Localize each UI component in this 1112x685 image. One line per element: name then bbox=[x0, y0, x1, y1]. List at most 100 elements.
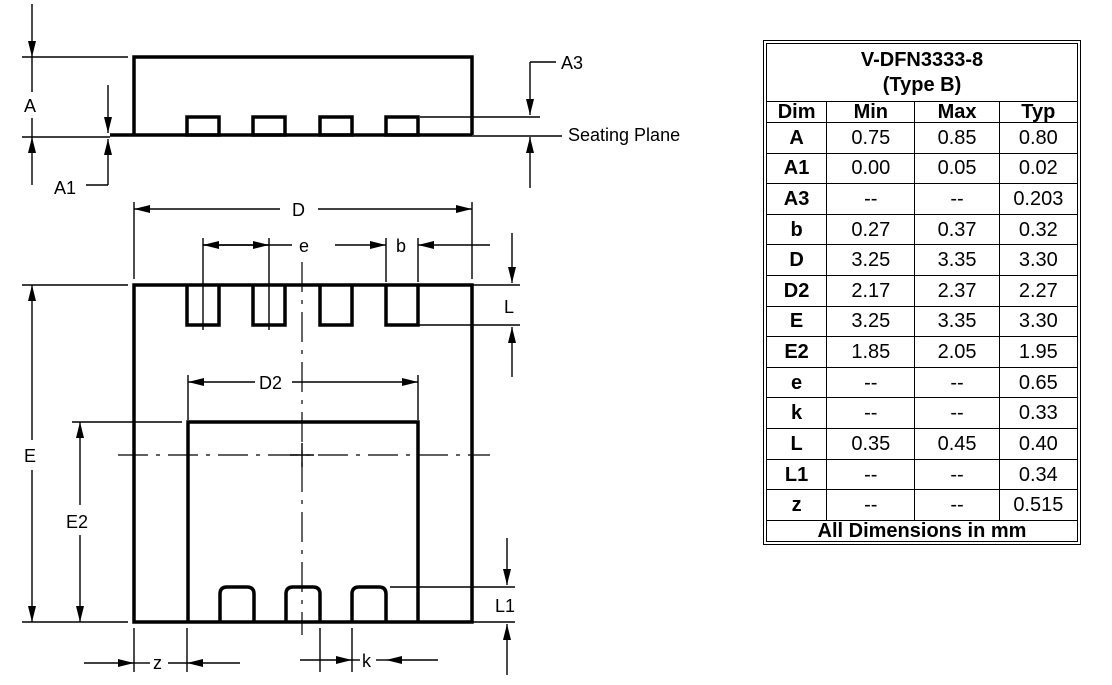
table-footer: All Dimensions in mm bbox=[766, 520, 1078, 542]
dimension-value-cell: -- bbox=[914, 458, 1000, 491]
dimension-name-cell: A3 bbox=[765, 183, 828, 215]
table-header-cell: Typ bbox=[998, 101, 1079, 123]
package-outline-drawing: A A1 A3 Seating Plane bbox=[22, 4, 680, 675]
dimension-value-cell: 2.37 bbox=[914, 275, 1000, 307]
seating-plane-label: Seating Plane bbox=[568, 125, 680, 145]
dimension-value-cell: 1.95 bbox=[998, 336, 1079, 368]
dimension-name-cell: E2 bbox=[765, 336, 828, 368]
dim-D2: D2 bbox=[187, 373, 419, 420]
dim-A1: A1 bbox=[54, 85, 112, 198]
dimension-value-cell: 3.30 bbox=[998, 244, 1079, 277]
dimension-value-cell: 3.30 bbox=[998, 305, 1079, 338]
dimension-value-cell: 2.05 bbox=[914, 336, 1000, 368]
dimension-value-cell: -- bbox=[914, 397, 1000, 430]
table-header-cell: Dim bbox=[765, 101, 828, 123]
table-title: V-DFN3333-8 (Type B) bbox=[766, 43, 1078, 102]
seating-plane: Seating Plane bbox=[472, 125, 680, 145]
side-lead bbox=[251, 115, 287, 137]
dim-label-b: b bbox=[396, 236, 406, 256]
table-row: z----0.515 bbox=[765, 489, 1079, 521]
package-outline bbox=[132, 283, 474, 624]
dim-b: b bbox=[335, 236, 490, 282]
dim-label-k: k bbox=[362, 651, 372, 671]
dim-label-z: z bbox=[153, 653, 162, 673]
dim-z: z bbox=[84, 628, 240, 673]
dimension-name-cell: D2 bbox=[765, 275, 828, 307]
table-header-cell: Min bbox=[826, 101, 916, 123]
dimension-value-cell: 0.32 bbox=[998, 213, 1079, 246]
dimension-value-cell: -- bbox=[914, 489, 1000, 521]
dim-label-L: L bbox=[504, 297, 514, 317]
dim-A: A bbox=[22, 4, 128, 185]
dimension-name-cell: A1 bbox=[765, 152, 828, 185]
dim-label-A3: A3 bbox=[561, 53, 583, 73]
dimension-value-cell: 3.25 bbox=[826, 305, 916, 338]
dim-label-E2: E2 bbox=[66, 512, 88, 532]
dim-label-D2: D2 bbox=[259, 373, 282, 393]
bottom-view: D e b L bbox=[22, 200, 520, 675]
dimension-value-cell: 0.45 bbox=[914, 428, 1000, 460]
dim-label-A: A bbox=[24, 96, 36, 116]
bottom-lead bbox=[218, 585, 256, 622]
dimension-value-cell: -- bbox=[914, 366, 1000, 399]
dim-k: k bbox=[300, 628, 438, 672]
dim-L1: L1 bbox=[390, 538, 515, 675]
dimension-name-cell: A bbox=[765, 122, 828, 154]
top-lead bbox=[384, 285, 420, 327]
dimension-value-cell: 3.25 bbox=[826, 244, 916, 277]
dimension-value-cell: 0.27 bbox=[826, 213, 916, 246]
side-view-body bbox=[132, 55, 474, 135]
dim-label-E: E bbox=[24, 446, 36, 466]
dimension-value-cell: -- bbox=[826, 458, 916, 491]
dim-E: E bbox=[22, 284, 128, 623]
top-lead bbox=[318, 285, 354, 327]
dimension-value-cell: 3.35 bbox=[914, 305, 1000, 338]
dimension-value-cell: 3.35 bbox=[914, 244, 1000, 277]
dim-e: e bbox=[202, 236, 309, 330]
table-title-line2: (Type B) bbox=[882, 73, 962, 96]
dimension-value-cell: 2.17 bbox=[826, 275, 916, 307]
dimension-value-cell: -- bbox=[914, 183, 1000, 215]
dimension-value-cell: 0.37 bbox=[914, 213, 1000, 246]
dim-L: L bbox=[418, 233, 520, 377]
dim-A3: A3 bbox=[420, 53, 583, 188]
dim-label-L1: L1 bbox=[495, 596, 515, 616]
dimension-value-cell: 0.80 bbox=[998, 122, 1079, 154]
dimension-name-cell: E bbox=[765, 305, 828, 338]
dimension-value-cell: 1.85 bbox=[826, 336, 916, 368]
bottom-lead bbox=[284, 585, 322, 622]
dimension-value-cell: 0.65 bbox=[998, 366, 1079, 399]
table-row: L1----0.34 bbox=[765, 458, 1079, 491]
dimension-value-cell: 2.27 bbox=[998, 275, 1079, 307]
dimension-name-cell: k bbox=[765, 397, 828, 430]
dimension-value-cell: 0.35 bbox=[826, 428, 916, 460]
dimension-value-cell: 0.40 bbox=[998, 428, 1079, 460]
side-lead bbox=[185, 115, 221, 137]
dimension-value-cell: -- bbox=[826, 183, 916, 215]
dimension-name-cell: L bbox=[765, 428, 828, 460]
dimension-value-cell: -- bbox=[826, 366, 916, 399]
dimension-value-cell: -- bbox=[826, 489, 916, 521]
dimension-name-cell: e bbox=[765, 366, 828, 399]
dim-label-D: D bbox=[292, 200, 305, 220]
dimension-value-cell: 0.203 bbox=[998, 183, 1079, 215]
dim-E2: E2 bbox=[66, 421, 182, 622]
dimension-value-cell: 0.75 bbox=[826, 122, 916, 154]
dimension-name-cell: z bbox=[765, 489, 828, 521]
dimension-name-cell: b bbox=[765, 213, 828, 246]
dimension-value-cell: 0.02 bbox=[998, 152, 1079, 185]
table-row: k----0.33 bbox=[765, 397, 1079, 430]
table-row: A3----0.203 bbox=[765, 183, 1079, 215]
dimension-value-cell: 0.05 bbox=[914, 152, 1000, 185]
dimension-value-cell: -- bbox=[826, 397, 916, 430]
dimension-value-cell: 0.33 bbox=[998, 397, 1079, 430]
